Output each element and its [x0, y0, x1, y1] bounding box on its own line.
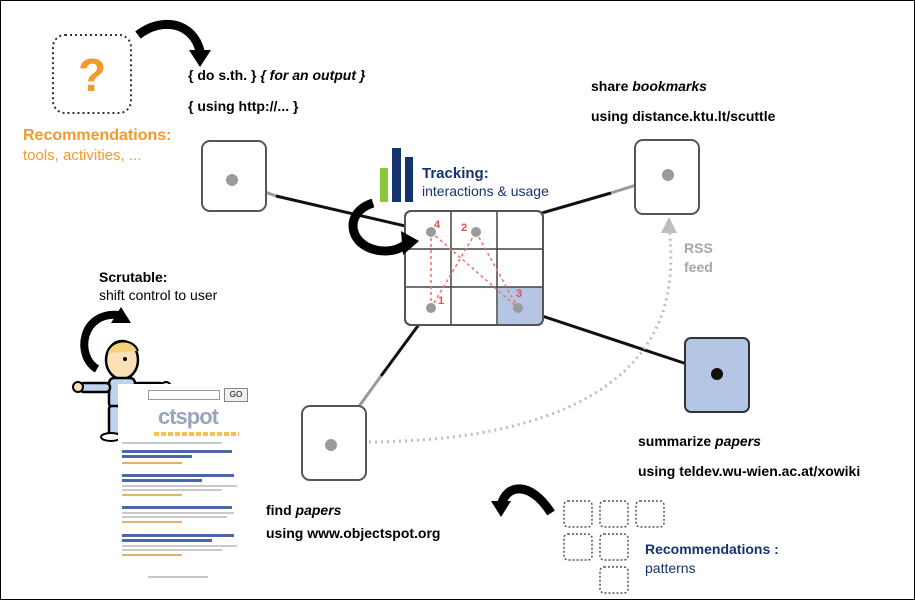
objectspot-url-text: using www.objectspot.org	[266, 525, 441, 541]
grid-dot-1	[426, 303, 436, 313]
summarize-papers-italic: papers	[715, 433, 761, 449]
grid-dot-4	[426, 227, 436, 237]
do-something-line1: { do s.th. } { for an output }	[188, 67, 365, 83]
recommendations-tools-subtitle: tools, activities, ...	[23, 147, 142, 164]
summarize-node[interactable]	[684, 337, 750, 413]
objectspot-logo: ctspot	[158, 404, 219, 429]
bookmarks-text: bookmarks	[632, 78, 707, 94]
grid-number-3: 3	[516, 288, 522, 300]
do-something-text: { do s.th. }	[188, 67, 257, 83]
summarize-papers-label: summarize papers	[638, 433, 761, 449]
grid-number-2: 2	[461, 222, 467, 234]
objectspot-search-page: GO ctspot	[118, 384, 250, 584]
tracking-title: Tracking:	[422, 165, 489, 182]
rss-feed-curve	[368, 222, 673, 444]
curved-arrow-patterns	[496, 484, 555, 516]
curved-arrow-patterns-head	[491, 501, 511, 517]
find-papers-italic: papers	[295, 502, 342, 518]
recommendations-tools-title: Recommendations:	[23, 127, 172, 144]
share-bookmarks-label: share bookmarks	[591, 78, 707, 94]
tracking-grid	[404, 210, 544, 326]
rss-label: RSS	[684, 240, 713, 256]
curved-arrow-top-head	[189, 50, 211, 67]
scrutable-subtitle: shift control to user	[99, 287, 218, 303]
patterns-icon	[563, 500, 665, 594]
bookmarks-node[interactable]	[634, 139, 700, 215]
curved-arrow-tracking-head	[401, 231, 419, 255]
grid-dot-3	[513, 303, 523, 313]
using-http-text: { using http://... }	[188, 98, 299, 114]
curved-arrow-top	[135, 19, 205, 53]
tracking-bars-icon	[380, 148, 413, 202]
question-box	[52, 34, 132, 114]
rating-dots	[154, 432, 239, 436]
find-papers-node[interactable]	[301, 405, 367, 481]
search-box[interactable]	[148, 390, 220, 400]
summarize-text: summarize	[638, 433, 716, 449]
find-papers-label: find papers	[266, 502, 341, 518]
curved-arrow-tracking	[348, 198, 412, 256]
find-text: find	[266, 502, 296, 518]
for-output-text: { for an output }	[260, 67, 366, 83]
feed-label: feed	[684, 259, 713, 275]
xowiki-url-text: using teldev.wu-wien.ac.at/xowiki	[638, 463, 861, 479]
recommendations-patterns-title: Recommendations :	[645, 541, 779, 557]
go-button[interactable]: GO	[224, 388, 248, 402]
grid-dot-2	[471, 227, 481, 237]
scrutable-title: Scrutable:	[99, 269, 168, 285]
grid-number-1: 1	[438, 295, 444, 307]
scuttle-url-text: using distance.ktu.lt/scuttle	[591, 108, 776, 124]
tracking-subtitle: interactions & usage	[422, 183, 549, 199]
recommendations-patterns-subtitle: patterns	[645, 560, 696, 576]
grid-number-4: 4	[434, 219, 441, 231]
line-summarize	[517, 306, 718, 376]
rss-arrow-head	[661, 217, 677, 233]
question-mark: ?	[78, 49, 106, 101]
tools-node[interactable]	[201, 140, 267, 212]
share-text: share	[591, 78, 633, 94]
usage-trails	[430, 231, 519, 309]
